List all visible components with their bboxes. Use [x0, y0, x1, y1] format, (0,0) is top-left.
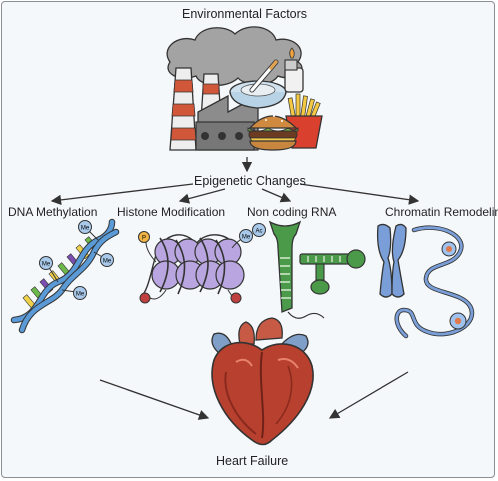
methyl-mark-label: Me [76, 292, 85, 298]
methyl-mark-label: Me [42, 262, 51, 268]
histone-modification-label: Histone Modification [117, 205, 226, 219]
arrow-epi-to-ncrna [261, 188, 292, 203]
heart-icon [211, 317, 314, 446]
methyl-mark-label: Me [103, 259, 112, 265]
arrow-chromatin-to-heart [328, 371, 409, 419]
acetyl-mark [252, 223, 266, 237]
chromosome-icon [376, 223, 407, 298]
environmental-factors-title: Environmental Factors [182, 7, 308, 21]
arrow-epi-to-histone [178, 188, 226, 204]
burger-icon [247, 115, 299, 151]
factory-icon [169, 67, 259, 151]
epigenetic-changes-title: Epigenetic Changes [194, 174, 306, 188]
non-coding-rna-label: Non coding RNA [247, 205, 337, 219]
ashtray-cigarette-icon [229, 59, 287, 109]
acetyl-mark-label: Ac [255, 229, 262, 235]
arrow-epi-to-chromatin [299, 183, 420, 205]
arrows [50, 157, 420, 420]
phospho-mark [138, 231, 150, 243]
heart-failure-title: Heart Failure [216, 454, 289, 468]
arrow-epi-to-dna [50, 183, 194, 206]
dna-methylation-label: DNA Methylation [8, 205, 98, 219]
methyl-mark [39, 256, 53, 270]
chromatin-remodeling-label: Chromatin Remodeling [385, 205, 498, 219]
nucleosome-icon: P Me Ac [138, 223, 266, 304]
chromatin-fiber-icon [394, 225, 475, 339]
methyl-mark [239, 229, 253, 243]
lighter-icon [284, 47, 304, 93]
dna-helix-icon: Me Me Me Me [10, 218, 120, 334]
rna-hairpin-icon [268, 220, 366, 319]
arrow-dna-to-heart [99, 379, 210, 420]
methyl-mark [100, 253, 114, 267]
methyl-mark-label: Me [242, 235, 251, 241]
methyl-mark-label: Me [81, 226, 90, 232]
methyl-mark [73, 286, 87, 300]
phospho-mark-label: P [142, 236, 146, 242]
methyl-mark [78, 220, 92, 234]
